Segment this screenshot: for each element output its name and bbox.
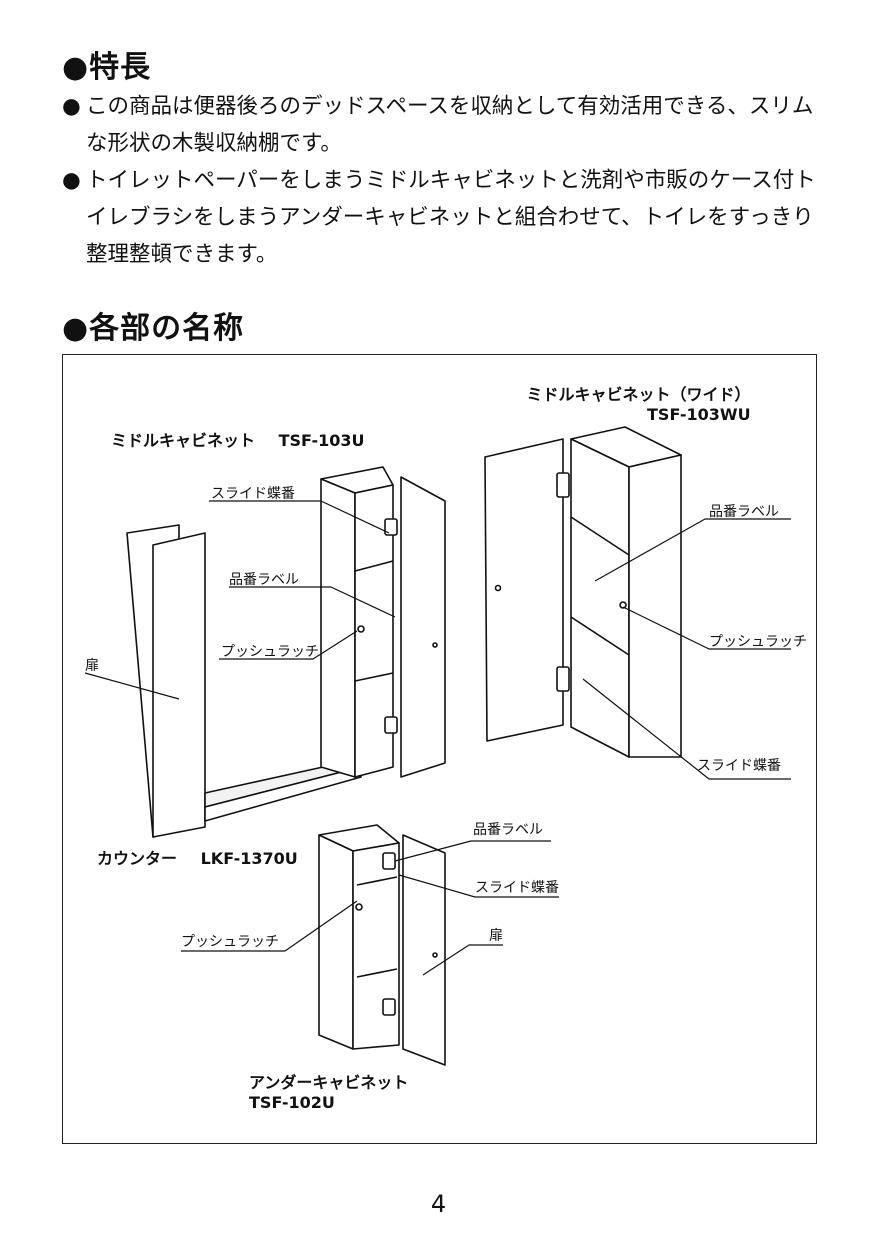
middle-cabinet-drawing	[320, 466, 446, 778]
cabinet-illustration	[84, 426, 791, 1066]
feature-text: この商品は便器後ろのデッドスペースを収納として有効活用できる、スリムな形状の木製…	[86, 94, 814, 156]
middle-cabinet-name: ミドルキャビネット	[111, 431, 256, 450]
middle-cabinet-wide-label: ミドルキャビネット（ワイド） TSF-103WU	[509, 385, 751, 425]
bullet-mark: ●	[62, 94, 81, 119]
middle-cabinet-wide-drawing	[484, 426, 682, 758]
page-number: 4	[430, 1190, 447, 1218]
under-product-label-callout: 品番ラベル	[473, 822, 543, 838]
bullet-mark: ●	[62, 168, 81, 193]
middle-cabinet-label: ミドルキャビネット TSF-103U	[111, 431, 365, 451]
wide-push-latch-callout: プッシュラッチ	[709, 634, 807, 650]
under-door-callout: 扉	[489, 928, 503, 944]
under-cabinet-label: アンダーキャビネット TSF-102U	[249, 1073, 408, 1113]
middle-cabinet-model: TSF-103U	[278, 431, 365, 450]
features-heading: ●特長	[62, 50, 152, 85]
under-cabinet-drawing	[318, 824, 446, 1066]
slide-hinge-callout: スライド蝶番	[211, 486, 295, 502]
wide-slide-hinge-callout: スライド蝶番	[697, 758, 781, 774]
feature-text: トイレットペーパーをしまうミドルキャビネットと洗剤や市販のケース付トイレブラシを…	[86, 168, 816, 267]
counter-label: カウンター LKF-1370U	[97, 849, 298, 869]
counter-drawing	[126, 524, 362, 838]
under-cabinet-model: TSF-102U	[249, 1093, 335, 1112]
wide-product-label-callout: 品番ラベル	[709, 504, 779, 520]
under-cabinet-name: アンダーキャビネット	[249, 1073, 409, 1092]
product-label-callout: 品番ラベル	[229, 572, 299, 588]
middle-cabinet-wide-model: TSF-103WU	[647, 405, 751, 424]
counter-model: LKF-1370U	[200, 849, 298, 868]
parts-heading: ●各部の名称	[62, 311, 245, 346]
middle-cabinet-wide-name: ミドルキャビネット（ワイド）	[526, 385, 751, 404]
counter-name: カウンター	[97, 849, 178, 868]
features-list: ● この商品は便器後ろのデッドスペースを収納として有効活用できる、スリムな形状の…	[62, 88, 832, 273]
push-latch-callout: プッシュラッチ	[221, 644, 319, 660]
parts-diagram: ミドルキャビネット TSF-103U ミドルキャビネット（ワイド） TSF-10…	[62, 354, 817, 1144]
leader-lines	[84, 500, 791, 976]
under-slide-hinge-callout: スライド蝶番	[475, 880, 559, 896]
feature-item: ● トイレットペーパーをしまうミドルキャビネットと洗剤や市販のケース付トイレブラ…	[62, 162, 832, 273]
door-callout: 扉	[85, 658, 99, 674]
under-push-latch-callout: プッシュラッチ	[181, 934, 279, 950]
feature-item: ● この商品は便器後ろのデッドスペースを収納として有効活用できる、スリムな形状の…	[62, 88, 832, 162]
